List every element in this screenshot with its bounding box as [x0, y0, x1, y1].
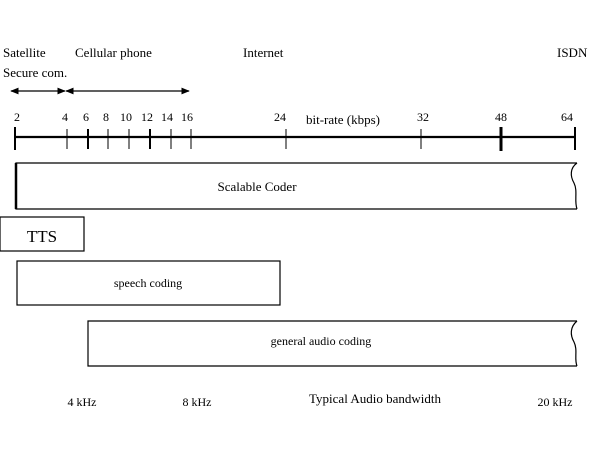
tick-label-64: 64	[561, 110, 573, 124]
application-label-cellular-phone: Cellular phone	[75, 45, 152, 60]
speech-coding-box: speech coding	[16, 260, 281, 306]
application-label-satellite: Satellite	[3, 45, 46, 60]
tick-label-10: 10	[120, 110, 132, 124]
bandwidth-label-20khz: 20 kHz	[538, 395, 573, 409]
speech-coding-box-outline	[16, 260, 281, 306]
scalable-coder-break-mark	[570, 162, 578, 210]
tick-label-48: 48	[495, 110, 507, 124]
bandwidth-axis-label: Typical Audio bandwidth	[309, 391, 441, 406]
tick-label-24: 24	[274, 110, 286, 124]
general-audio-box-outline	[87, 320, 577, 367]
bitrate-tick-labels: 2 4 6 8 10 12 14 16 24 32 48 64	[14, 110, 573, 124]
tts-label: TTS	[27, 227, 57, 246]
bitrate-tick-marks	[14, 127, 576, 151]
application-label-secure-com: Secure com.	[3, 65, 67, 80]
general-audio-break-mark	[570, 320, 578, 367]
tts-box: TTS	[0, 216, 85, 252]
general-audio-coding-box: general audio coding	[87, 320, 578, 367]
tick-label-32: 32	[417, 110, 429, 124]
scalable-coder-box: Scalable Coder	[14, 162, 578, 210]
tick-label-14: 14	[161, 110, 173, 124]
speech-coding-label: speech coding	[114, 276, 182, 290]
tick-label-8: 8	[103, 110, 109, 124]
tick-label-2: 2	[14, 110, 20, 124]
tick-label-12: 12	[141, 110, 153, 124]
scalable-coder-label: Scalable Coder	[217, 179, 297, 194]
bandwidth-label-4khz: 4 kHz	[68, 395, 97, 409]
application-label-isdn: ISDN	[557, 45, 588, 60]
tick-label-6: 6	[83, 110, 89, 124]
general-audio-coding-label: general audio coding	[271, 334, 372, 348]
application-label-internet: Internet	[243, 45, 284, 60]
bandwidth-label-8khz: 8 kHz	[183, 395, 212, 409]
tick-label-4: 4	[62, 110, 68, 124]
tts-box-outline	[0, 216, 85, 252]
tick-label-16: 16	[181, 110, 193, 124]
bitrate-axis-label: bit-rate (kbps)	[306, 112, 380, 127]
